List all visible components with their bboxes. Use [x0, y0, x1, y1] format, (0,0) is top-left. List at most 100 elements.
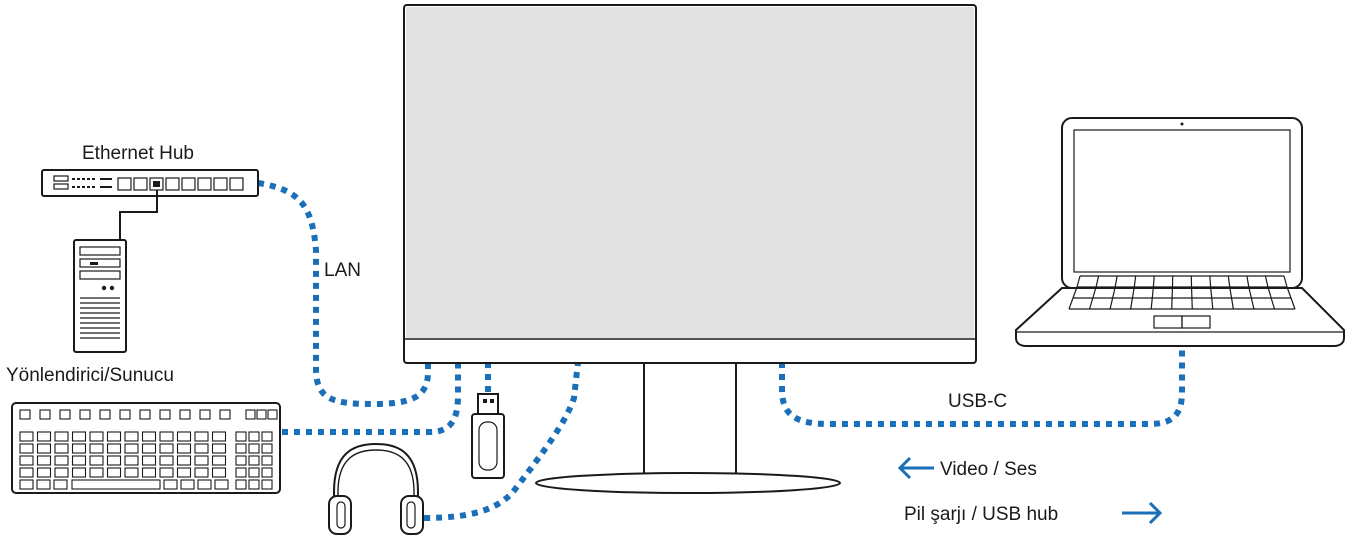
keyboard-key — [54, 480, 67, 489]
keyboard-key — [178, 432, 191, 441]
ethernet-hub-label: Ethernet Hub — [82, 143, 194, 164]
keyboard-key — [195, 456, 208, 465]
keyboard-key — [120, 410, 130, 419]
keyboard-key — [60, 410, 70, 419]
lan-label: LAN — [324, 260, 361, 281]
keyboard-key — [249, 480, 259, 489]
usb-stick-icon — [472, 394, 504, 478]
keyboard-key — [268, 410, 277, 419]
keyboard-key — [200, 410, 210, 419]
keyboard-key — [160, 444, 173, 453]
ethernet-hub-icon — [42, 170, 258, 240]
keyboard-key — [262, 456, 272, 465]
keyboard-key — [213, 444, 226, 453]
server-tower-icon — [74, 240, 126, 352]
keyboard-key — [180, 410, 190, 419]
router-server-label: Yönlendirici/Sunucu — [6, 365, 174, 386]
keyboard-key — [246, 410, 255, 419]
keyboard-key — [108, 456, 121, 465]
keyboard-key — [262, 432, 272, 441]
keyboard-key — [143, 444, 156, 453]
keyboard-key — [249, 432, 259, 441]
keyboard-key — [236, 444, 246, 453]
keyboard-key — [20, 480, 33, 489]
keyboard-key — [249, 468, 259, 477]
keyboard-key — [181, 480, 194, 489]
keyboard-key — [213, 456, 226, 465]
keyboard-key — [125, 432, 138, 441]
monitor-stand-neck — [644, 363, 736, 481]
keyboard-key — [38, 444, 51, 453]
keyboard-icon — [12, 403, 280, 493]
keyboard-key — [90, 432, 103, 441]
keyboard-key — [236, 468, 246, 477]
keyboard-key — [160, 432, 173, 441]
keyboard-key — [73, 444, 86, 453]
keyboard-key — [55, 456, 68, 465]
video-audio-label: Video / Ses — [940, 459, 1037, 480]
keyboard-key — [20, 432, 33, 441]
keyboard-key — [20, 444, 33, 453]
keyboard-key — [195, 468, 208, 477]
keyboard-key — [198, 480, 211, 489]
keyboard-key — [90, 456, 103, 465]
lan-cable — [258, 183, 428, 404]
keyboard-key — [55, 468, 68, 477]
laptop-icon — [1016, 118, 1344, 346]
keyboard-key — [37, 480, 50, 489]
keyboard-key — [72, 480, 160, 489]
monitor-stand-base — [536, 473, 840, 493]
keyboard-key — [125, 456, 138, 465]
keyboard-key — [73, 468, 86, 477]
keyboard-key — [178, 468, 191, 477]
keyboard-key — [262, 480, 272, 489]
keyboard-key — [100, 410, 110, 419]
keyboard-key — [20, 410, 30, 419]
keyboard-key — [38, 468, 51, 477]
keyboard-key — [143, 432, 156, 441]
monitor-screen — [406, 7, 974, 338]
keyboard-key — [213, 468, 226, 477]
keyboard-key — [20, 456, 33, 465]
keyboard-key — [236, 456, 246, 465]
keyboard-key — [140, 410, 150, 419]
keyboard-key — [55, 432, 68, 441]
keyboard-key — [40, 410, 50, 419]
keyboard-key — [249, 456, 259, 465]
keyboard-key — [164, 480, 177, 489]
keyboard-key — [262, 468, 272, 477]
keyboard-key — [249, 444, 259, 453]
keyboard-key — [160, 468, 173, 477]
keyboard-key — [236, 432, 246, 441]
keyboard-key — [20, 468, 33, 477]
keyboard-key — [215, 480, 228, 489]
keyboard-key — [220, 410, 230, 419]
keyboard-key — [38, 432, 51, 441]
arrow-left-icon — [900, 458, 934, 478]
keyboard-key — [90, 444, 103, 453]
keyboard-key — [73, 432, 86, 441]
keyboard-key — [108, 468, 121, 477]
headphones-icon — [329, 444, 423, 534]
usb-c-label: USB-C — [948, 391, 1007, 412]
keyboard-key — [125, 468, 138, 477]
keyboard-key — [108, 444, 121, 453]
keyboard-key — [160, 456, 173, 465]
keyboard-key — [125, 444, 138, 453]
keyboard-key — [257, 410, 266, 419]
keyboard-key — [143, 468, 156, 477]
keyboard-key — [80, 410, 90, 419]
charging-usb-hub-label: Pil şarjı / USB hub — [904, 504, 1058, 525]
keyboard-key — [195, 432, 208, 441]
keyboard-key — [213, 432, 226, 441]
keyboard-key — [90, 468, 103, 477]
keyboard-key — [178, 456, 191, 465]
keyboard-key — [73, 456, 86, 465]
keyboard-key — [195, 444, 208, 453]
keyboard-key — [108, 432, 121, 441]
keyboard-cable — [282, 362, 458, 432]
keyboard-key — [236, 480, 246, 489]
keyboard-key — [160, 410, 170, 419]
keyboard-key — [178, 444, 191, 453]
